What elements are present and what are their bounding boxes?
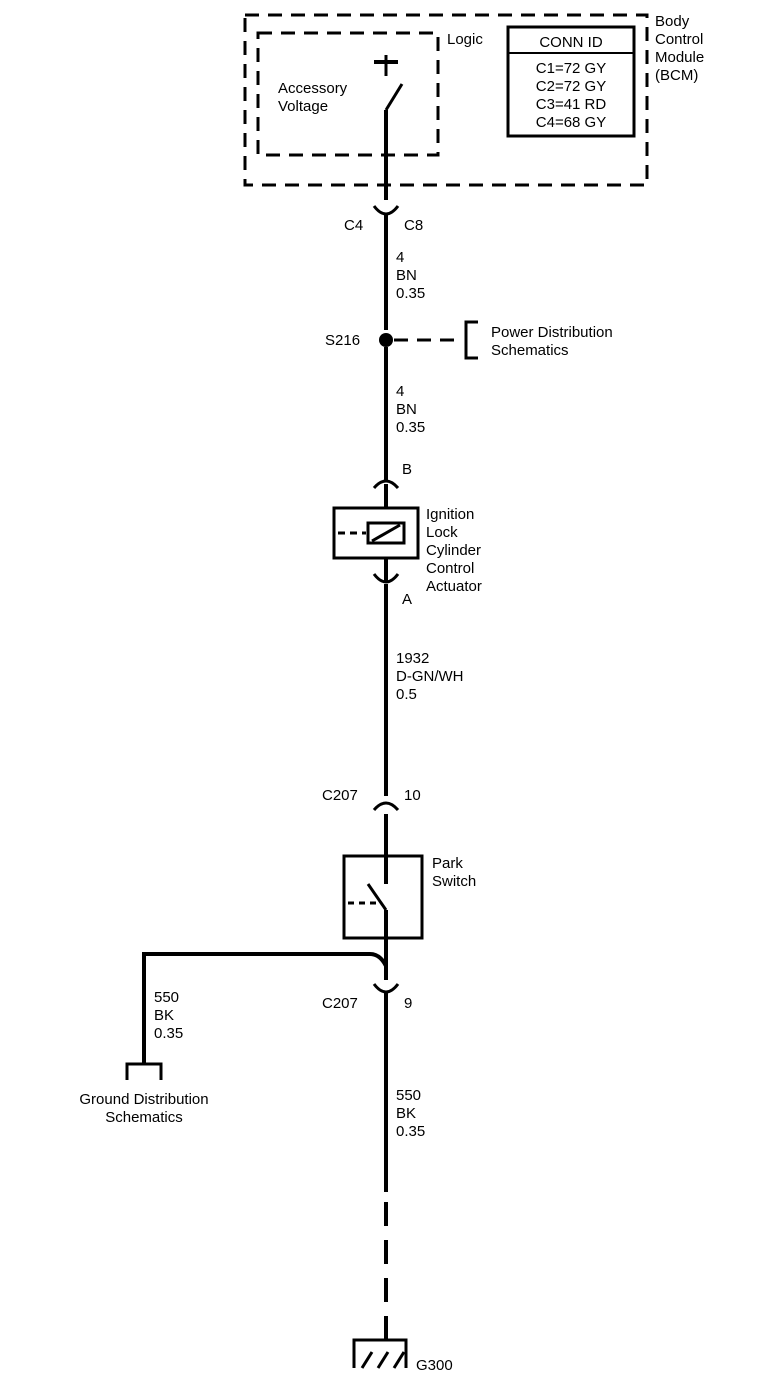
wire-4-circuit: 550 [396, 1087, 421, 1104]
conn-id-row: C1=72 GY [536, 60, 606, 77]
actuator-name-line: Cylinder [426, 542, 481, 559]
accessory-voltage-line2: Voltage [278, 98, 328, 115]
ground-label: G300 [416, 1357, 453, 1374]
accessory-switch-symbol [374, 55, 404, 200]
logic-box [256, 31, 440, 157]
connector-top-right-label: C8 [404, 217, 423, 234]
conn-id-row: C3=41 RD [536, 96, 607, 113]
actuator-pin-b-connector [372, 479, 400, 490]
connector-c207-bottom-right-label: 9 [404, 995, 412, 1012]
wire-2-gauge: 0.35 [396, 419, 425, 436]
wire-2-circuit: 4 [396, 383, 404, 400]
ground-branch-bracket [125, 1062, 163, 1080]
splice-dot [379, 333, 393, 347]
wire-2-color: BN [396, 401, 417, 418]
power-distribution-line2: Schematics [491, 342, 569, 359]
conn-id-table: CONN ID C1=72 GY C2=72 GY C3=41 RD C4=68… [506, 25, 636, 138]
logic-label: Logic [447, 31, 483, 48]
wire-1-gauge: 0.35 [396, 285, 425, 302]
ground-branch-gauge: 0.35 [154, 1025, 183, 1042]
actuator-pin-b: B [402, 461, 412, 478]
connector-c4-c8 [372, 205, 400, 330]
connector-c207-pin10 [372, 801, 400, 812]
connector-c207-bottom-left-label: C207 [322, 995, 358, 1012]
connector-c207-top-left-label: C207 [322, 787, 358, 804]
actuator-pin-a-connector [372, 573, 400, 584]
connector-top-left-label: C4 [344, 217, 363, 234]
actuator-pin-a: A [402, 591, 412, 608]
bcm-title-line2: Control [655, 31, 703, 48]
chassis-ground-symbol [352, 1338, 408, 1369]
power-distribution-line1: Power Distribution [491, 324, 613, 341]
connector-c207-top-right-label: 10 [404, 787, 421, 804]
bcm-title-line4: (BCM) [655, 67, 698, 84]
actuator-coil-slash [371, 523, 401, 543]
actuator-name-line: Lock [426, 524, 458, 541]
park-switch-label-line2: Switch [432, 873, 476, 890]
ground-distribution-line2: Schematics [105, 1109, 183, 1126]
wire-3-gauge: 0.5 [396, 686, 417, 703]
ground-branch-circuit: 550 [154, 989, 179, 1006]
wire-1-circuit: 4 [396, 249, 404, 266]
wire-3-circuit: 1932 [396, 650, 429, 667]
splice-label: S216 [325, 332, 360, 349]
bcm-outer-box [243, 13, 649, 187]
ground-branch-wire [142, 952, 388, 1064]
splice-reference-bracket [464, 320, 478, 360]
connector-c207-pin9 [372, 983, 400, 994]
wire-4-color: BK [396, 1105, 416, 1122]
conn-id-row: C4=68 GY [536, 114, 606, 131]
park-switch-label-line1: Park [432, 855, 463, 872]
wire-1-color: BN [396, 267, 417, 284]
conn-id-header: CONN ID [539, 34, 603, 51]
ground-distribution-line1: Ground Distribution [79, 1091, 208, 1108]
accessory-voltage-line1: Accessory [278, 80, 348, 97]
actuator-name-line: Ignition [426, 506, 474, 523]
actuator-name-line: Control [426, 560, 474, 577]
conn-id-row: C2=72 GY [536, 78, 606, 95]
actuator-name-line: Actuator [426, 578, 482, 595]
park-switch-box [342, 854, 424, 940]
wire-3-color: D-GN/WH [396, 668, 464, 685]
park-switch-contact [366, 883, 388, 911]
bcm-title-line1: Body [655, 13, 690, 30]
wire-4-gauge: 0.35 [396, 1123, 425, 1140]
ground-branch-color: BK [154, 1007, 174, 1024]
bcm-title-line3: Module [655, 49, 704, 66]
